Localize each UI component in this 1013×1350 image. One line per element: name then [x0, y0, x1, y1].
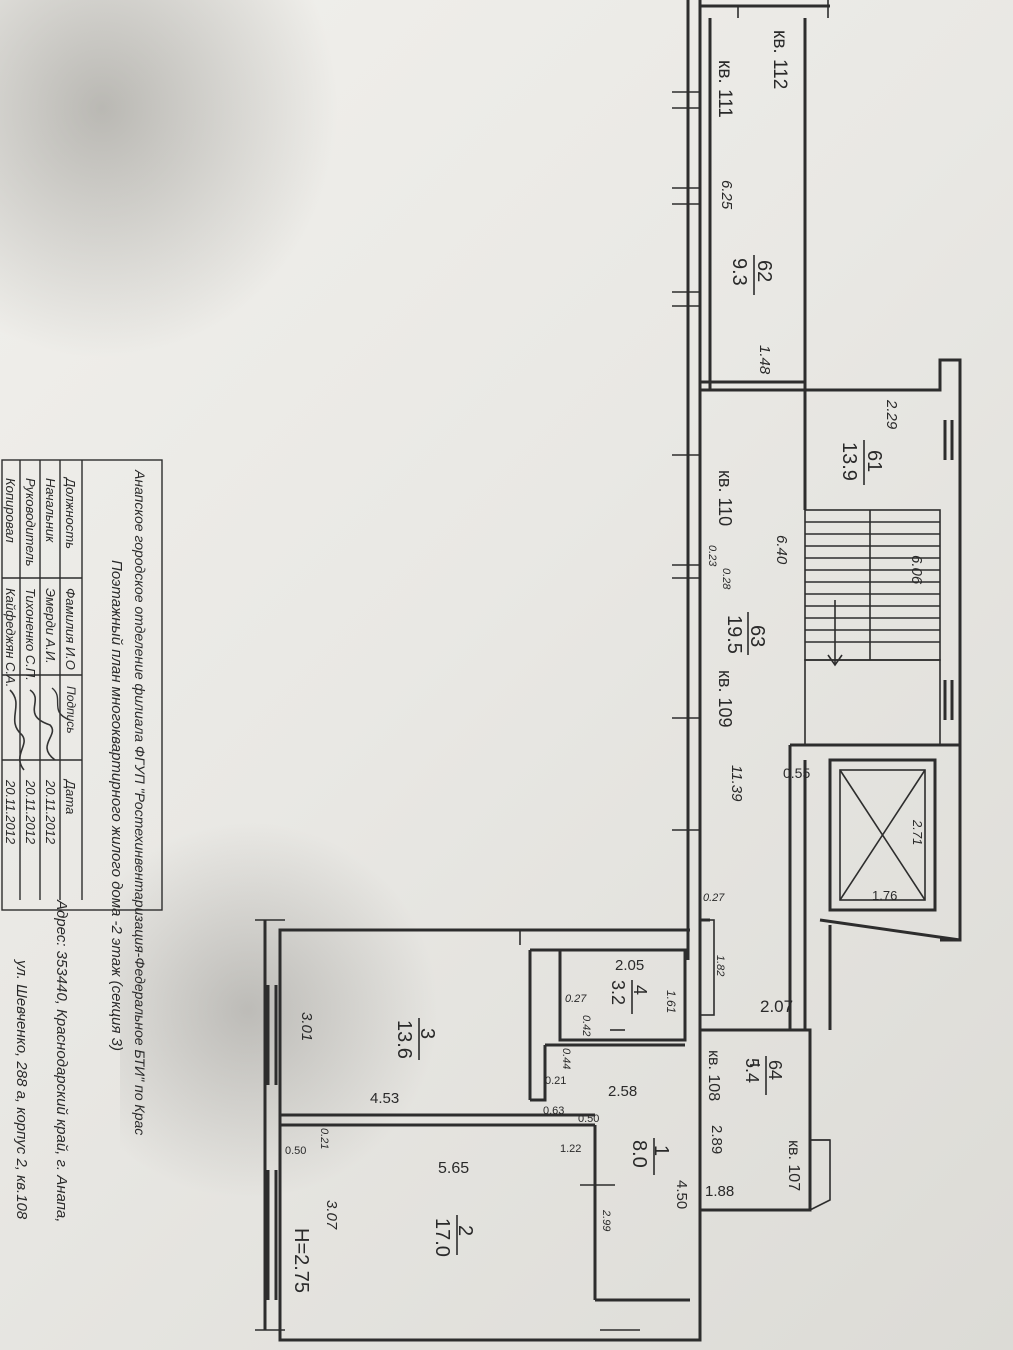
dimension: 2.05 [615, 957, 645, 974]
wall [700, 1028, 812, 1212]
stair-steps [805, 521, 940, 667]
dimension: 0.27 [565, 993, 587, 1005]
dimension: 0.63 [543, 1105, 565, 1117]
dimension: 0.50 [285, 1145, 307, 1157]
photo-shadow [0, 0, 340, 360]
wall [278, 928, 702, 1342]
dimension: 0.50 [578, 1113, 600, 1125]
dimension: 1.76 [872, 888, 898, 903]
dimension: 0.55 [783, 765, 811, 781]
dimension: 2.58 [608, 1083, 638, 1100]
dimension: 5.65 [438, 1160, 470, 1177]
dimension: 4.53 [370, 1090, 400, 1107]
dimension: 0.27 [703, 892, 725, 904]
dimension: 0.21 [545, 1075, 567, 1087]
dimension: 2.07 [760, 997, 794, 1016]
dimension: 1.22 [560, 1143, 582, 1155]
elevator-shaft [788, 745, 937, 1030]
dimension: 1.88 [705, 1183, 735, 1200]
